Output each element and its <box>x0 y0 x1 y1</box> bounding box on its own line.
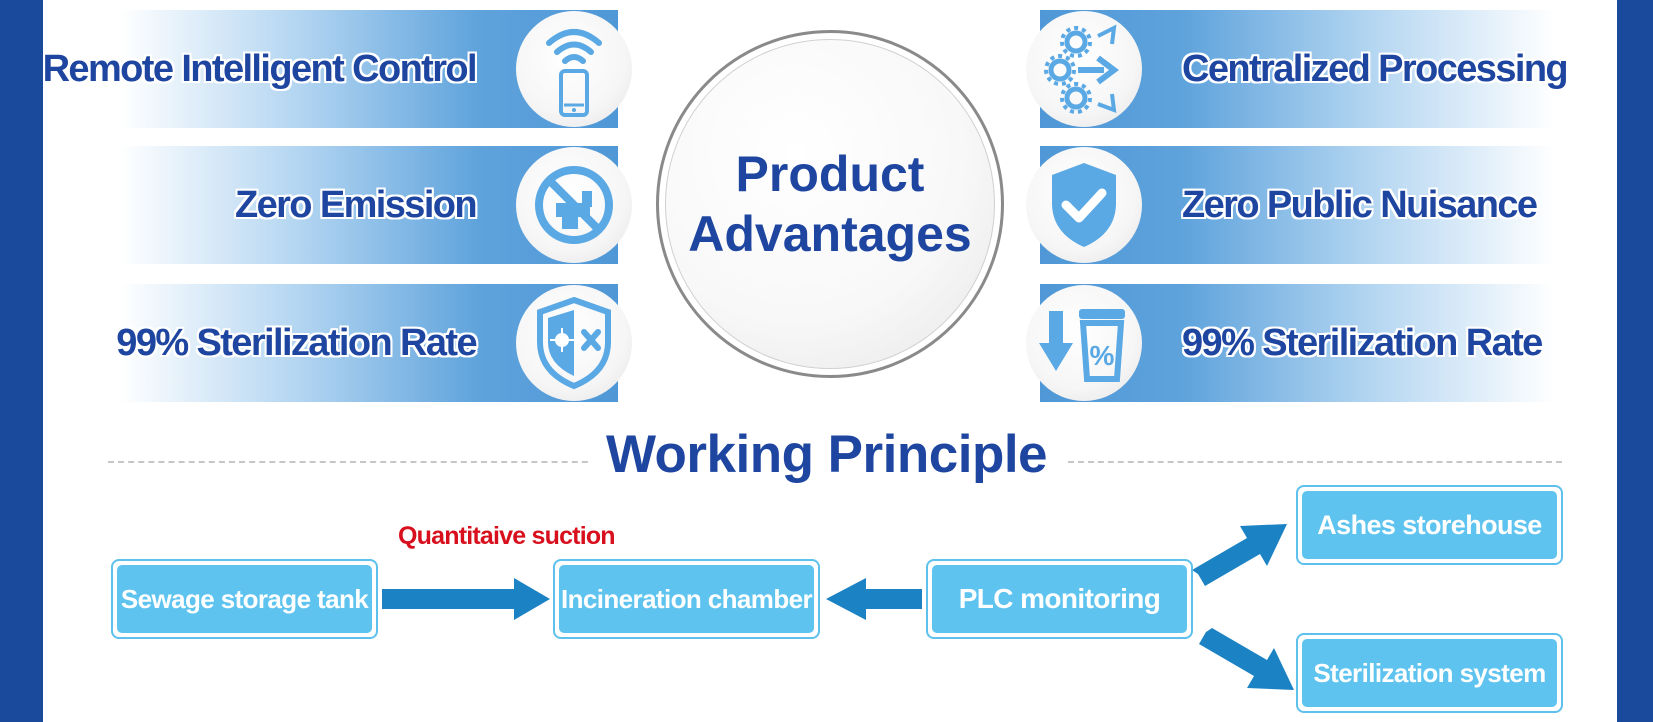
feature-band-sterilization-left: 99% Sterilization Rate <box>116 284 632 402</box>
node-incineration-chamber: Incineration chamber <box>553 559 820 639</box>
feature-label: Centralized Processing <box>1182 48 1569 90</box>
product-advantages-title: Product Advantages <box>680 144 980 264</box>
node-plc-monitoring: PLC monitoring <box>926 559 1193 639</box>
node-label: Incineration chamber <box>559 565 814 633</box>
feature-label: Remote Intelligent Control <box>42 48 478 90</box>
arrow-plc-to-sterilization <box>1199 628 1294 690</box>
suction-label: Quantitaive suction <box>398 522 616 550</box>
feature-label: Zero Emission <box>234 184 478 226</box>
gears-arrow-icon <box>1026 11 1142 127</box>
feature-label: Zero Public Nuisance <box>1182 184 1538 226</box>
node-label: Sewage storage tank <box>117 565 372 633</box>
no-emission-toilet-icon <box>516 147 632 263</box>
product-advantages-circle: Product Advantages <box>656 30 1004 378</box>
arrow-sewage-to-incineration <box>382 578 550 620</box>
divider-left <box>108 461 608 463</box>
svg-text:%: % <box>1090 340 1115 371</box>
arrow-plc-to-ashes <box>1192 524 1287 586</box>
remote-phone-wifi-icon <box>516 11 632 127</box>
feature-band-zero-emission: Zero Emission <box>120 146 632 264</box>
feature-band-centralized: Centralized Processing <box>1026 10 1569 128</box>
arrow-plc-to-incineration <box>826 578 922 620</box>
feature-band-remote-control: Remote Intelligent Control <box>43 10 632 128</box>
title-line-2: Advantages <box>688 206 972 262</box>
feature-label: 99% Sterilization Rate <box>116 322 477 364</box>
node-sterilization-system: Sterilization system <box>1296 633 1563 713</box>
percent-down-bin-icon: % <box>1026 285 1142 401</box>
germ-shield-icon <box>516 285 632 401</box>
node-sewage-storage-tank: Sewage storage tank <box>111 559 378 639</box>
node-label: Sterilization system <box>1302 639 1557 707</box>
divider-right <box>1068 461 1562 463</box>
working-principle-title: Working Principle <box>0 424 1653 485</box>
feature-band-sterilization-right: % 99% Sterilization Rate <box>1026 284 1555 402</box>
feature-label: 99% Sterilization Rate <box>1182 322 1543 364</box>
node-label: PLC monitoring <box>932 565 1187 633</box>
title-line-1: Product <box>735 146 925 202</box>
shield-check-icon <box>1026 147 1142 263</box>
node-label: Ashes storehouse <box>1302 491 1557 559</box>
working-principle-text: Working Principle <box>591 425 1062 484</box>
node-ashes-storehouse: Ashes storehouse <box>1296 485 1563 565</box>
feature-band-public-nuisance: Zero Public Nuisance <box>1026 146 1555 264</box>
